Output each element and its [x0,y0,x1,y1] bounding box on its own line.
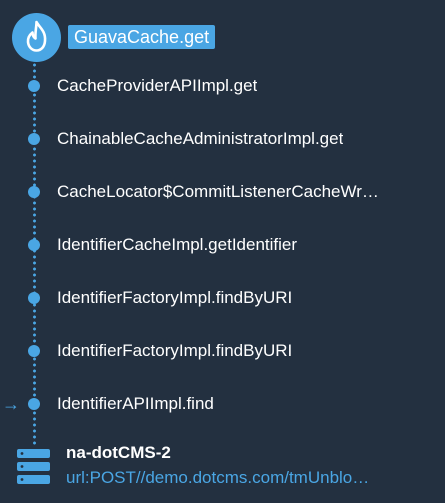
trace-frame-label: IdentifierFactoryImpl.findByURI [57,341,293,360]
flame-icon [12,13,61,62]
trace-frame-label: CacheProviderAPIImpl.get [57,76,258,95]
trace-node-dot [28,239,40,251]
trace-frame[interactable]: IdentifierFactoryImpl.findByURI [0,339,445,363]
trace-frame-label: CacheLocator$CommitListenerCacheWr… [57,182,379,201]
server-icon [17,449,50,490]
trace-node-dot [28,292,40,304]
transaction-title[interactable]: GuavaCache.get [68,25,216,49]
trace-frame[interactable]: CacheProviderAPIImpl.get [0,74,445,98]
trace-connector-line [33,62,36,447]
server-name: na-dotCMS-2 [66,443,171,462]
trace-frame-label: IdentifierCacheImpl.getIdentifier [57,235,298,254]
trace-node-dot [28,398,40,410]
trace-frame[interactable]: IdentifierFactoryImpl.findByURI [0,286,445,310]
trace-node-dot [28,133,40,145]
trace-frame[interactable]: CacheLocator$CommitListenerCacheWr… [0,180,445,204]
trace-frame[interactable]: ChainableCacheAdministratorImpl.get [0,127,445,151]
trace-frame[interactable]: IdentifierCacheImpl.getIdentifier [0,233,445,257]
trace-frame-label: IdentifierAPIImpl.find [57,394,214,413]
server-url-link[interactable]: url:POST//demo.dotcms.com/tmUnblo… [66,468,370,487]
trace-frame-label: ChainableCacheAdministratorImpl.get [57,129,344,148]
trace-frame-label: IdentifierFactoryImpl.findByURI [57,288,293,307]
trace-node-dot [28,80,40,92]
arrow-right-icon: → [2,394,20,414]
trace-node-dot [28,345,40,357]
trace-frame-current[interactable]: → IdentifierAPIImpl.find [0,392,445,416]
trace-node-dot [28,186,40,198]
